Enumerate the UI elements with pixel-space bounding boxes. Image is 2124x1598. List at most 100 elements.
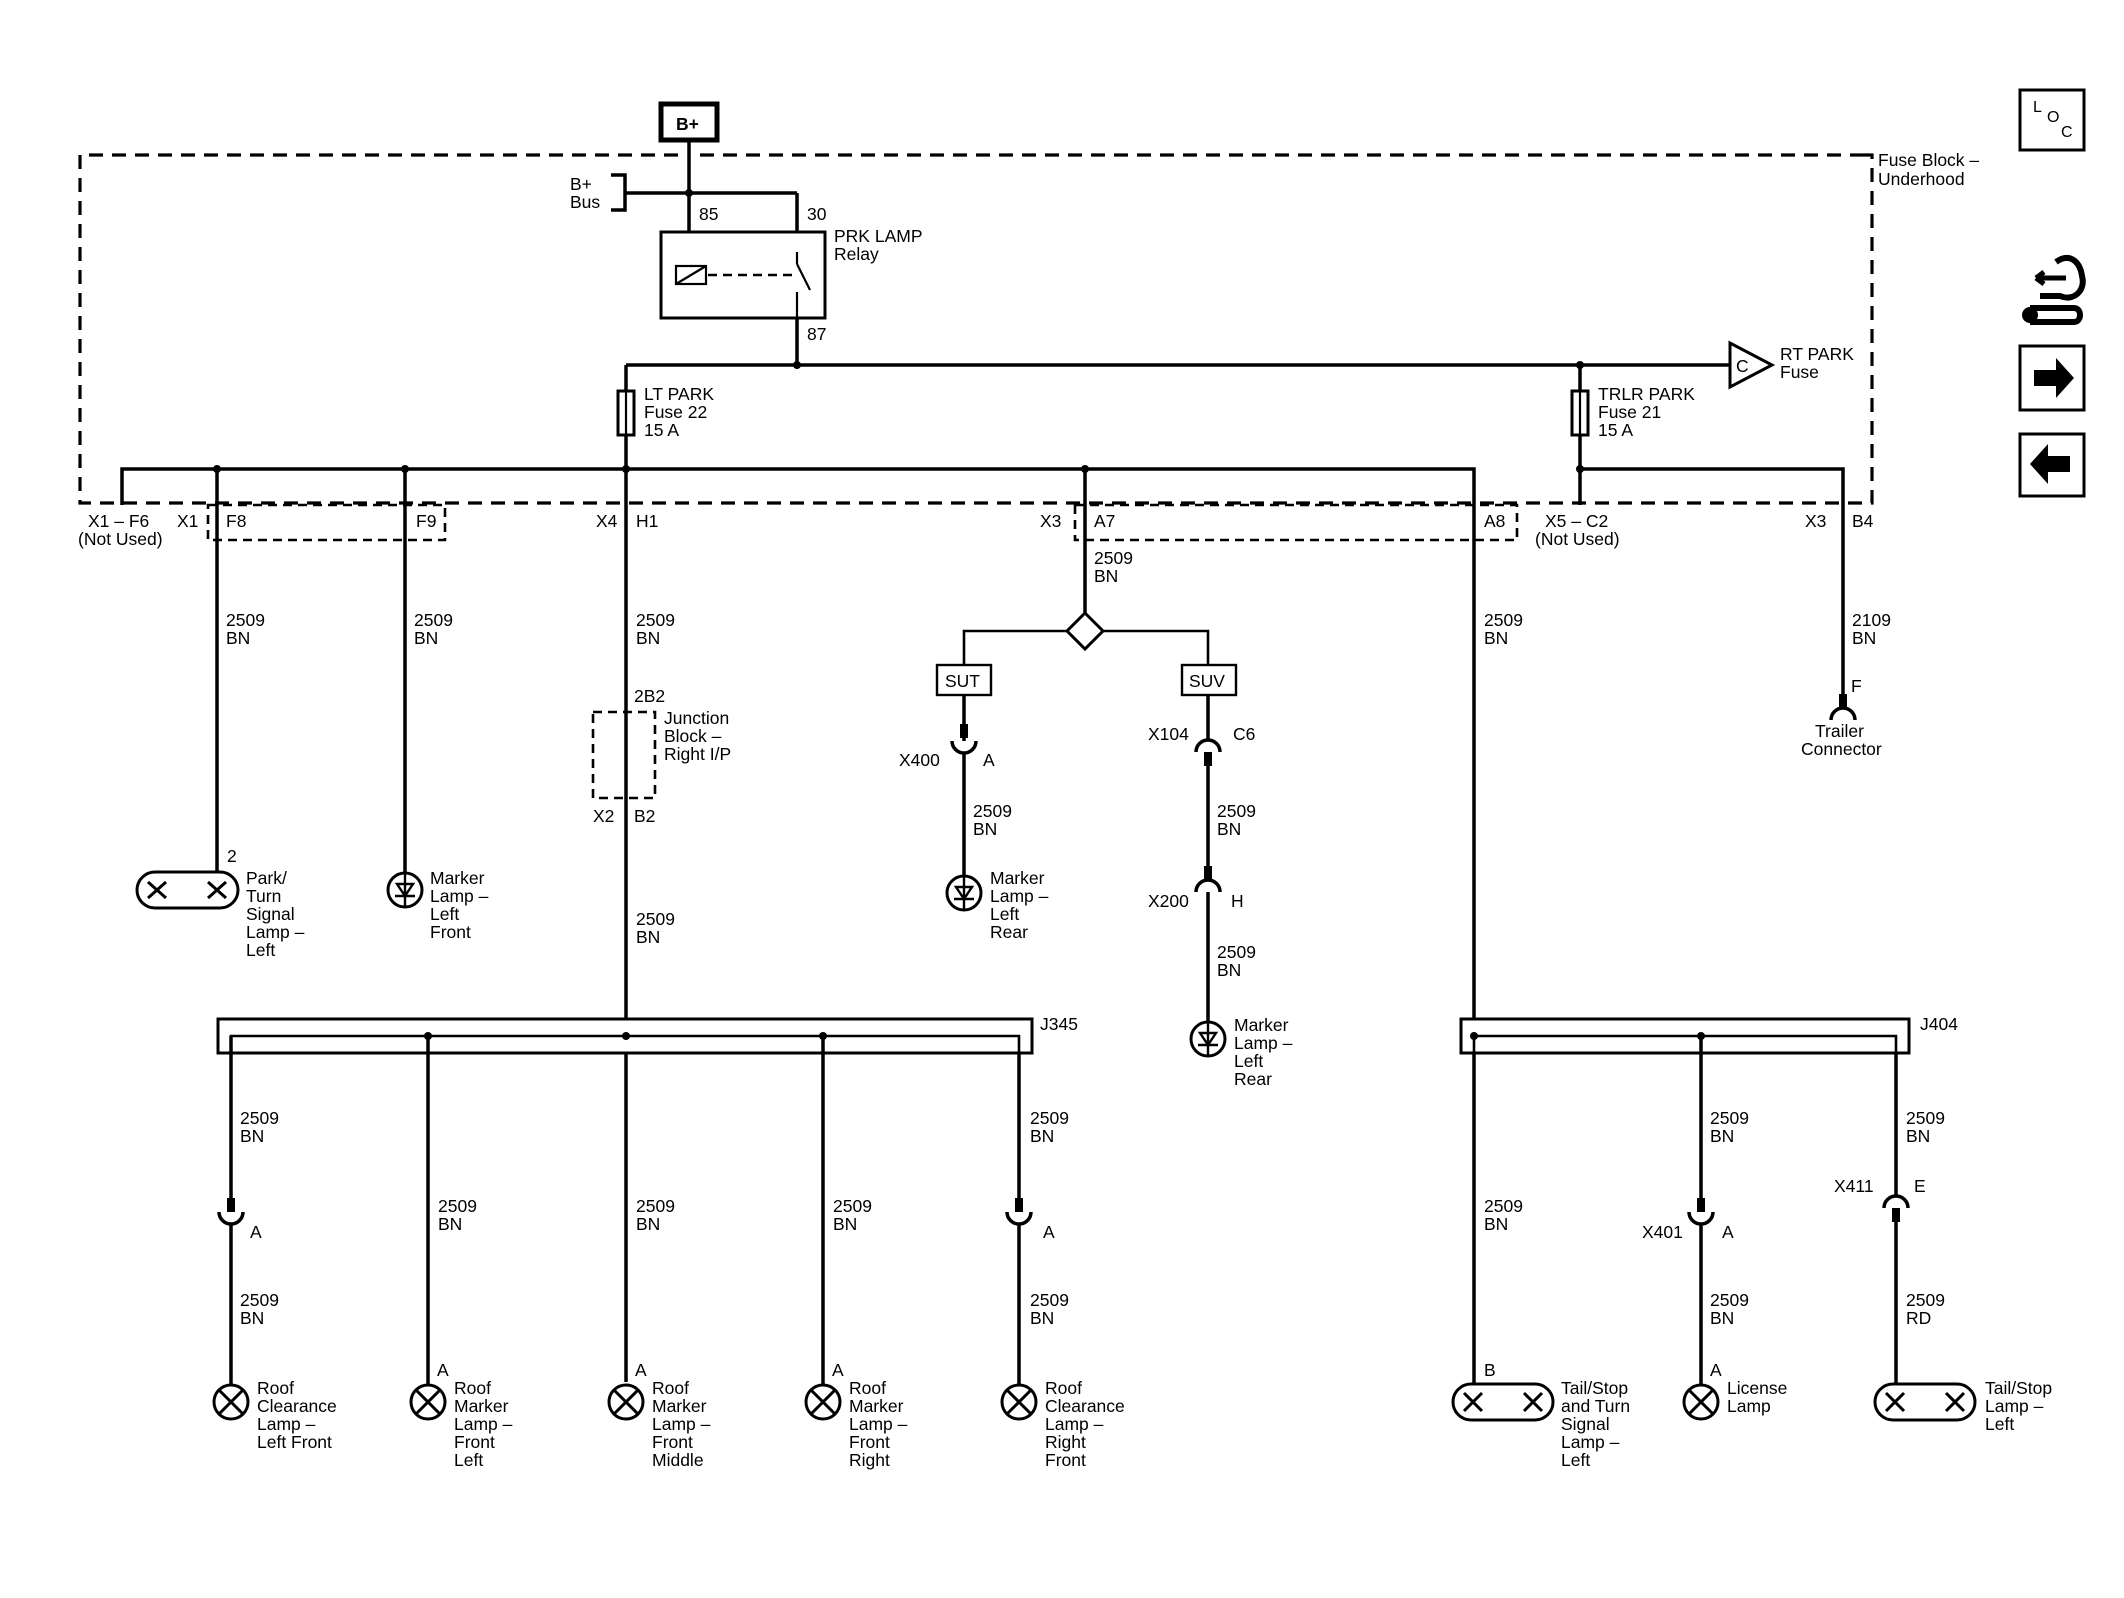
- wire-j345-1b-num: 2509: [240, 1290, 279, 1310]
- pin-male: [1204, 866, 1212, 880]
- park-turn-label-0: Park/: [246, 868, 287, 888]
- roof-mk-fm-pin: A: [635, 1360, 647, 1380]
- wire-x200-num: 2509: [1217, 942, 1256, 962]
- wire-f9-num: 2509: [414, 610, 453, 630]
- wire-b4-color: BN: [1852, 628, 1876, 648]
- wire-j345-1-num: 2509: [240, 1108, 279, 1128]
- connector-x104-icon: [1194, 738, 1222, 753]
- wire-x104-color: BN: [1217, 819, 1241, 839]
- license-label-0: License: [1727, 1378, 1787, 1398]
- conn-h1: H1: [636, 511, 658, 531]
- wire-b4-num: 2109: [1852, 610, 1891, 630]
- roof-marker-lamp-front-middle-icon: [607, 1383, 645, 1421]
- wire-a8-color: BN: [1484, 628, 1508, 648]
- relay-pin-30: 30: [807, 204, 827, 224]
- tail-stop-turn-lamp-body: [1451, 1382, 1555, 1422]
- wire-f9-color: BN: [414, 628, 438, 648]
- x411-pin: E: [1914, 1176, 1926, 1196]
- rt-park-label-2: Fuse: [1780, 362, 1819, 382]
- option-suv-label: SUV: [1189, 671, 1225, 691]
- roof-mk-fr-label-4: Right: [849, 1450, 890, 1470]
- rt-park-label-1: RT PARK: [1780, 344, 1854, 364]
- conn-x3-b: X3: [1805, 511, 1826, 531]
- conn-f9: F9: [416, 511, 436, 531]
- wire-j345-5b-color: BN: [1030, 1308, 1054, 1328]
- wire-a7-color: BN: [1094, 566, 1118, 586]
- wire-j404-2b-num: 2509: [1710, 1290, 1749, 1310]
- park-turn-label-1: Turn: [246, 886, 281, 906]
- roof-marker-lamp-front-left-icon: [409, 1383, 447, 1421]
- connector-x200-icon: [1194, 878, 1222, 893]
- conn-x1: X1: [177, 511, 198, 531]
- connector-x401-icon: [1687, 1211, 1715, 1226]
- conn-b4: B4: [1852, 511, 1874, 531]
- j345-1-conn-pin: A: [250, 1222, 262, 1242]
- tail-stop-turn-label-4: Left: [1561, 1450, 1590, 1470]
- connector-wrench-icon[interactable]: [2022, 255, 2086, 325]
- junction-block-box: [591, 710, 657, 800]
- x401-label: X401: [1642, 1222, 1683, 1242]
- connector-x3-box: [1073, 503, 1519, 542]
- connector-icon: [217, 1211, 245, 1226]
- pin-male: [960, 724, 968, 738]
- park-turn-lamp-body: [135, 870, 240, 910]
- roof-mk-fl-label-0: Roof: [454, 1378, 491, 1398]
- marker-lr-sut-label-0: Marker: [990, 868, 1045, 888]
- relay-coil: [674, 264, 708, 286]
- tail-stop-label-2: Left: [1985, 1414, 2014, 1434]
- wire-j345-3-num: 2509: [636, 1196, 675, 1216]
- roof-clr-lf-label-1: Clearance: [257, 1396, 337, 1416]
- wire-h1-color: BN: [636, 628, 660, 648]
- option-sut-label: SUT: [945, 671, 980, 691]
- wire-j345-4-color: BN: [833, 1214, 857, 1234]
- wire-j404-3b-num: 2509: [1906, 1290, 1945, 1310]
- roof-mk-fr-label-1: Marker: [849, 1396, 904, 1416]
- wire-jb-color: BN: [636, 927, 660, 947]
- roof-clr-rf-label-4: Front: [1045, 1450, 1086, 1470]
- splice-j404-inner: [1472, 1034, 1898, 1053]
- roof-clr-lf-label-3: Left Front: [257, 1432, 332, 1452]
- marker-lf-label-0: Marker: [430, 868, 485, 888]
- roof-marker-lamp-front-right-icon: [804, 1383, 842, 1421]
- roof-mk-fm-label-0: Roof: [652, 1378, 689, 1398]
- connector-x411-icon: [1882, 1194, 1910, 1209]
- wire-left-dist-bus: [120, 467, 1476, 505]
- wire-x104-num: 2509: [1217, 801, 1256, 821]
- roof-mk-fl-label-3: Front: [454, 1432, 495, 1452]
- relay-name-1: PRK LAMP: [834, 226, 923, 246]
- previous-page-button[interactable]: [2018, 432, 2086, 498]
- conn-x3-a: X3: [1040, 511, 1061, 531]
- location-view-button[interactable]: L O C: [2018, 88, 2086, 152]
- wire-j404-3-color: BN: [1906, 1126, 1930, 1146]
- battery-source-label: B+: [676, 114, 699, 134]
- wire-j345-5-color: BN: [1030, 1126, 1054, 1146]
- x104-pin: C6: [1233, 724, 1255, 744]
- conn-a7: A7: [1094, 511, 1115, 531]
- splice-dot: [1470, 1032, 1478, 1040]
- jb-b2: B2: [634, 806, 655, 826]
- conn-a8: A8: [1484, 511, 1505, 531]
- conn-x5-c2-note: (Not Used): [1535, 529, 1620, 549]
- splice-j345-label: J345: [1040, 1014, 1078, 1034]
- bus-label-2: Bus: [570, 192, 600, 212]
- fuse-block-outline: [78, 153, 1874, 505]
- wire-j345-5b-num: 2509: [1030, 1290, 1069, 1310]
- arrow-left-icon: [2030, 444, 2070, 484]
- trlr-park-label-2: Fuse 21: [1598, 402, 1661, 422]
- fuse-block-label-2: Underhood: [1878, 169, 1965, 189]
- wire-j345-5-num: 2509: [1030, 1108, 1069, 1128]
- tail-stop-label-1: Lamp –: [1985, 1396, 2044, 1416]
- tail-stop-turn-lamp-x-icon: [1462, 1391, 1544, 1413]
- roof-mk-fr-label-0: Roof: [849, 1378, 886, 1398]
- wire-a7-num: 2509: [1094, 548, 1133, 568]
- roof-mk-fr-label-3: Front: [849, 1432, 890, 1452]
- roof-clr-rf-label-3: Right: [1045, 1432, 1086, 1452]
- wire-a8-num: 2509: [1484, 610, 1523, 630]
- next-page-button[interactable]: [2018, 344, 2086, 412]
- trailer-label-2: Connector: [1801, 739, 1882, 759]
- connector-x400-icon: [950, 740, 978, 755]
- pin-male: [1697, 1198, 1705, 1212]
- wire-f8-color: BN: [226, 628, 250, 648]
- marker-lr-sut-label-2: Left: [990, 904, 1019, 924]
